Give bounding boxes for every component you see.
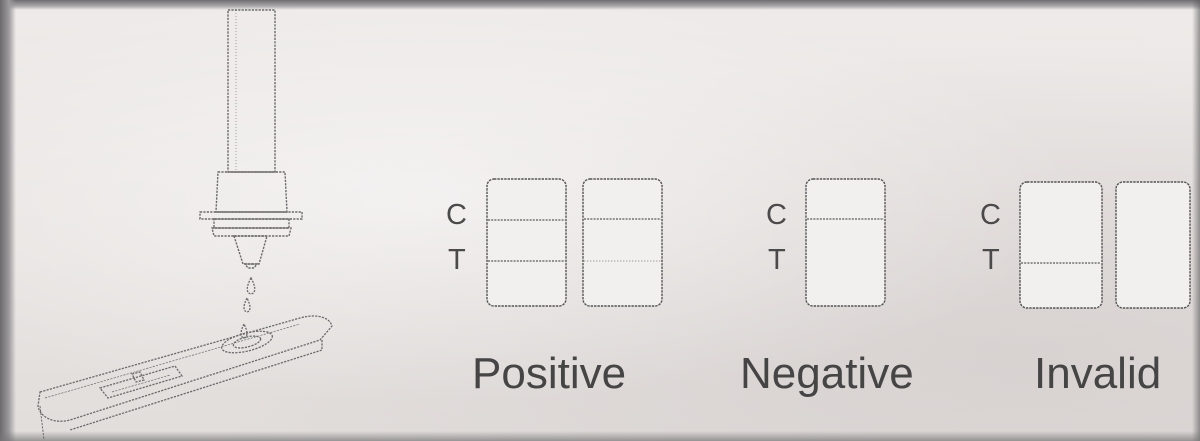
invalid-result-label: Invalid (1034, 349, 1162, 398)
positive-test-label: T (448, 244, 466, 276)
negative-control-label: C (766, 199, 787, 231)
invalid-test-label: T (982, 244, 1000, 276)
positive-result-label: Positive (472, 349, 627, 398)
positive-control-label: C (446, 199, 467, 231)
test-cassette (37, 315, 333, 441)
invalid-control-label: C (980, 199, 1001, 231)
positive-strip-2 (582, 178, 663, 307)
drops (240, 276, 256, 339)
paper-edge-left (0, 0, 16, 441)
invalid-strip-1 (1019, 181, 1103, 309)
negative-test-label: T (768, 244, 786, 276)
negative-result-label: Negative (740, 349, 914, 398)
paper-edge-top (0, 0, 1200, 10)
paper-edge-bottom (0, 431, 1200, 441)
dropper-bottle (199, 9, 303, 269)
paper-edge-right (1192, 0, 1200, 441)
invalid-strip-2 (1115, 181, 1191, 309)
negative-strip (805, 178, 886, 307)
positive-strip-1 (486, 178, 567, 307)
